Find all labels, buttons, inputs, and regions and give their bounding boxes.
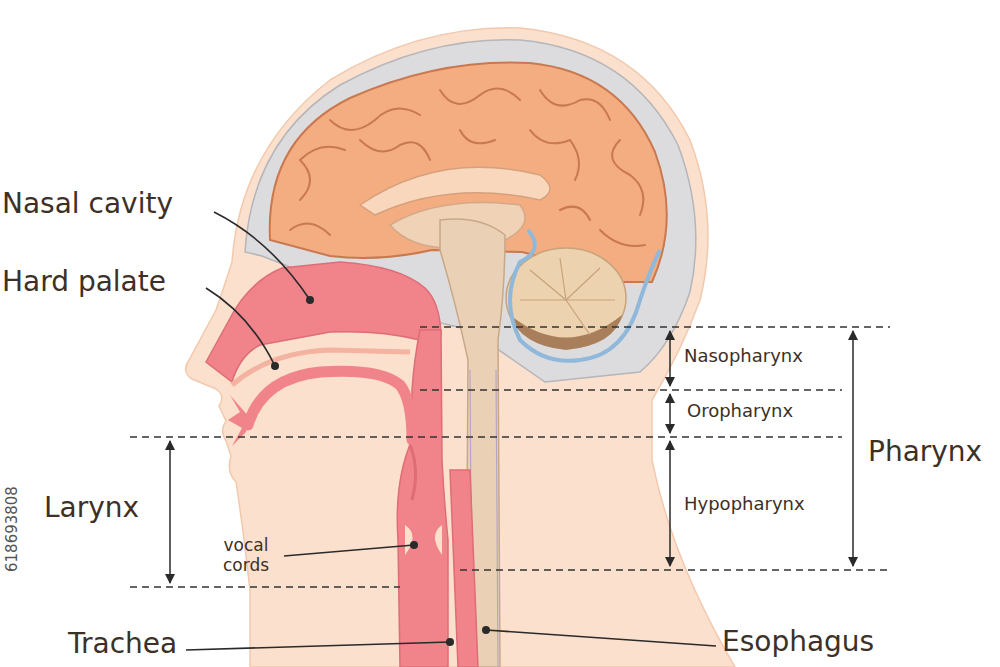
nerve-line — [496, 370, 498, 667]
part-label: Larynx — [44, 492, 139, 524]
vocal-cord-shape — [405, 525, 413, 555]
watermark-id: 618693808 — [4, 486, 21, 572]
region-label: Hypopharynx — [684, 494, 805, 515]
epiglottis — [410, 445, 416, 500]
part-label: Esophagus — [722, 626, 874, 658]
esophagus-tube — [450, 470, 478, 667]
level-line — [130, 327, 890, 587]
leader-dot — [271, 296, 490, 646]
dimension-arrow — [170, 331, 853, 583]
spinal-cord — [440, 219, 505, 667]
cerebellum-folia — [520, 258, 615, 335]
csf-space — [510, 230, 660, 361]
part-label: Trachea — [68, 628, 177, 660]
region-label: Oropharynx — [687, 401, 793, 422]
pharynx-tube — [397, 330, 448, 667]
leader-line — [186, 212, 716, 650]
part-label: vocal cords — [212, 536, 280, 575]
region-label: Pharynx — [868, 436, 982, 468]
vocal-cord-shape — [435, 525, 442, 555]
hard-palate-band — [232, 350, 410, 385]
part-label: Nasal cavity — [2, 188, 173, 220]
part-label: Hard palate — [2, 266, 166, 298]
region-label: Nasopharynx — [684, 346, 803, 367]
lips — [228, 395, 250, 446]
oral-cavity — [248, 371, 412, 440]
head-skin — [186, 28, 735, 667]
nasal-cavity — [206, 262, 441, 382]
